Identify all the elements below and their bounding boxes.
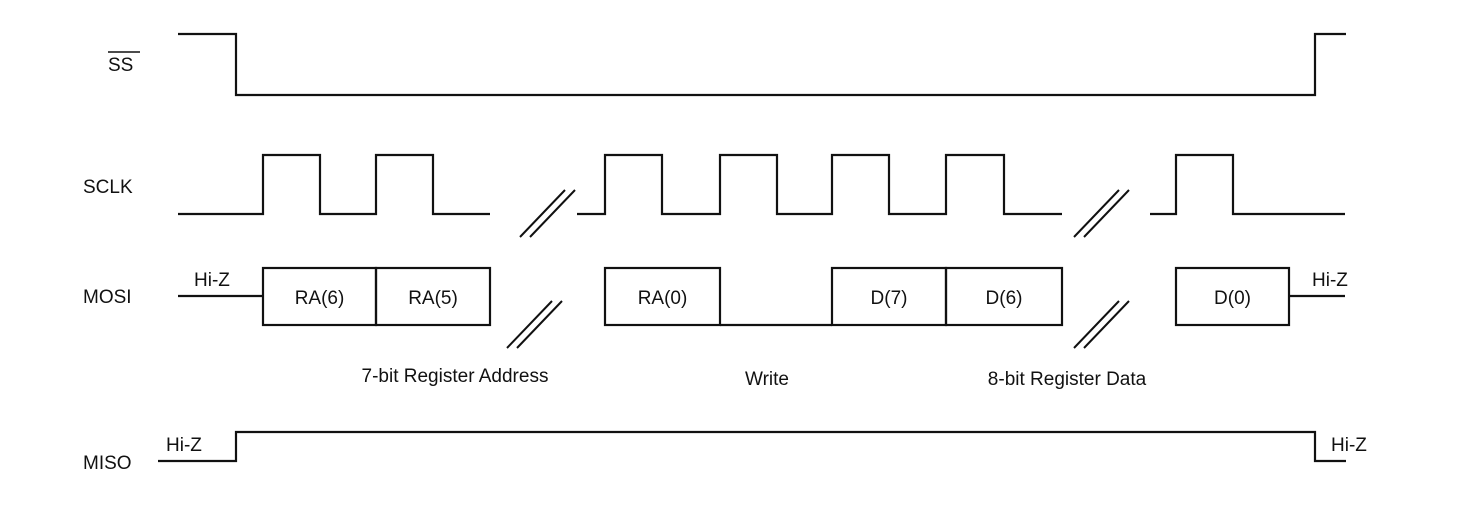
miso-signal-label: MISO (83, 453, 132, 474)
mosi-bit-box-ra5 (374, 266, 492, 327)
register-data-caption: 8-bit Register Data (988, 369, 1147, 390)
miso-hiz-label-end: Hi-Z (1331, 435, 1367, 456)
mosi-bit-box-d6 (944, 266, 1064, 327)
mosi-bit-label-d7: D(7) (871, 288, 908, 309)
sclk-signal-label: SCLK (83, 177, 133, 198)
mosi-signal-label: MOSI (83, 287, 132, 308)
write-caption: Write (745, 369, 789, 390)
sclk-waveform-segment-2 (577, 153, 1062, 216)
sclk-waveform-segment-3 (1150, 153, 1345, 216)
mosi-bit-box-ra0 (603, 266, 722, 327)
miso-waveform (158, 430, 1346, 463)
mosi-hiz-label-start: Hi-Z (194, 270, 230, 291)
mosi-bit-label-ra6: RA(6) (295, 288, 345, 309)
mosi-bit-label-d0: D(0) (1214, 288, 1251, 309)
mosi-bit-label-ra0: RA(0) (638, 288, 688, 309)
register-address-caption: 7-bit Register Address (362, 366, 549, 387)
mosi-hiz-label-end: Hi-Z (1312, 270, 1348, 291)
mosi-break-mark-1 (506, 300, 563, 349)
sclk-break-mark-2 (1073, 189, 1130, 238)
mosi-bit-label-ra5: RA(5) (408, 288, 458, 309)
mosi-break-mark-2 (1073, 300, 1130, 349)
mosi-bit-label-d6: D(6) (986, 288, 1023, 309)
ss-signal-label: SS (108, 55, 133, 76)
miso-hiz-label-start: Hi-Z (166, 435, 202, 456)
sclk-waveform-segment-1 (178, 153, 490, 216)
ss-waveform (178, 32, 1346, 97)
sclk-break-mark-1 (519, 189, 576, 238)
